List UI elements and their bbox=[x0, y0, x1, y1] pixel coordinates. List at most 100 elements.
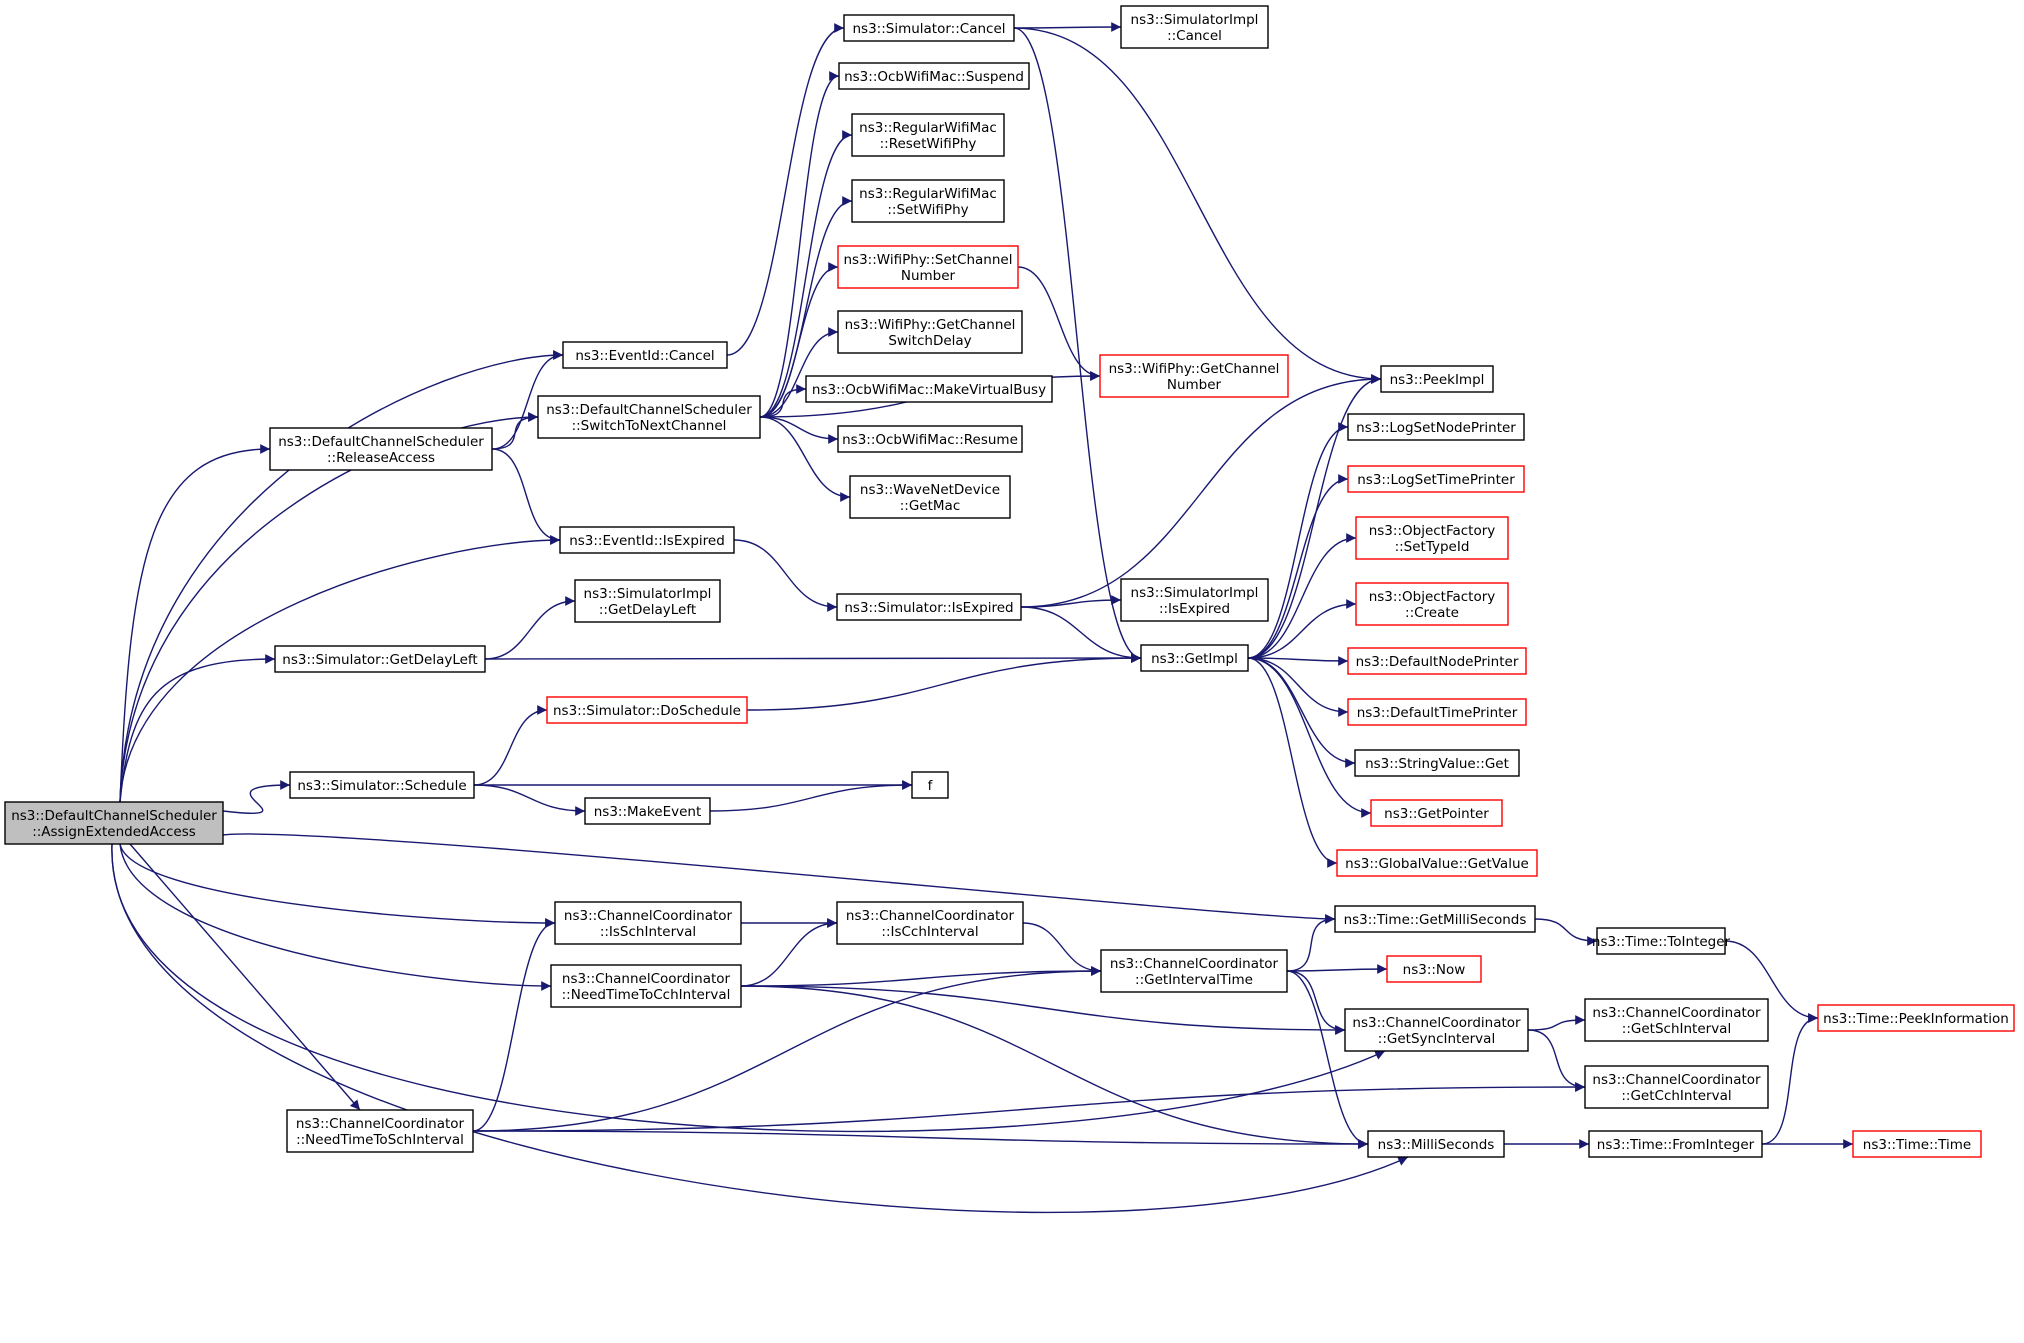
node-event-cancel[interactable]: ns3::EventId::Cancel bbox=[562, 341, 728, 369]
node-cc-is-sch[interactable]: ns3::ChannelCoordinator::IsSchInterval bbox=[554, 901, 742, 945]
edge-line bbox=[733, 539, 838, 612]
node-cc-get-sch[interactable]: ns3::ChannelCoordinator::GetSchInterval bbox=[1584, 998, 1769, 1042]
node-peek-info[interactable]: ns3::Time::PeekInformation bbox=[1817, 1004, 2015, 1032]
node-log-node[interactable]: ns3::LogSetNodePrinter bbox=[1347, 413, 1525, 441]
edges-layer bbox=[111, 22, 1853, 1214]
node-label-line: ns3::WaveNetDevice bbox=[860, 482, 1000, 498]
edge-root-to-cc-get-sync bbox=[111, 843, 1386, 1133]
node-label-line: ns3::ChannelCoordinator bbox=[1110, 956, 1279, 972]
edge-get-impl-to-def-time bbox=[1247, 657, 1349, 717]
node-box bbox=[559, 526, 735, 554]
node-str-get[interactable]: ns3::StringValue::Get bbox=[1354, 749, 1520, 777]
edge-line bbox=[740, 985, 1369, 1149]
edge-get-impl-to-of-create bbox=[1247, 599, 1357, 659]
edge-line bbox=[759, 384, 807, 418]
node-box bbox=[1120, 5, 1269, 49]
edge-line bbox=[759, 327, 839, 418]
edge-cc-get-int-to-get-ms bbox=[1286, 914, 1336, 972]
node-cc-need-sch[interactable]: ns3::ChannelCoordinator::NeedTimeToSchIn… bbox=[286, 1109, 474, 1153]
node-peek-impl[interactable]: ns3::PeekImpl bbox=[1380, 365, 1494, 393]
edge-sim-get-delay-to-sim-impl-delay bbox=[484, 596, 576, 660]
node-label-line: ::GetSchInterval bbox=[1622, 1021, 1731, 1037]
node-box bbox=[554, 901, 742, 945]
edge-line bbox=[1017, 266, 1101, 381]
node-make-event[interactable]: ns3::MakeEvent bbox=[584, 797, 711, 825]
node-sim-impl-delay[interactable]: ns3::SimulatorImpl::GetDelayLeft bbox=[574, 579, 721, 623]
node-sim-get-delay[interactable]: ns3::Simulator::GetDelayLeft bbox=[274, 645, 486, 673]
node-label-line: ::GetSyncInterval bbox=[1378, 1031, 1495, 1047]
nodes-layer: ns3::DefaultChannelScheduler::AssignExte… bbox=[4, 5, 2015, 1158]
node-cc-need-cch[interactable]: ns3::ChannelCoordinator::NeedTimeToCchIn… bbox=[550, 964, 742, 1008]
node-label-line: Number bbox=[901, 268, 956, 284]
node-ocb-resume[interactable]: ns3::OcbWifiMac::Resume bbox=[837, 425, 1023, 453]
node-label-line: ns3::DefaultChannelScheduler bbox=[278, 434, 484, 450]
node-def-time[interactable]: ns3::DefaultTimePrinter bbox=[1347, 698, 1527, 726]
node-cc-get-sync[interactable]: ns3::ChannelCoordinator::GetSyncInterval bbox=[1344, 1008, 1529, 1052]
node-box bbox=[550, 964, 742, 1008]
edge-line bbox=[1247, 533, 1357, 659]
node-def-node[interactable]: ns3::DefaultNodePrinter bbox=[1347, 647, 1527, 675]
node-label-line: ns3::Time::PeekInformation bbox=[1823, 1011, 2009, 1027]
node-time-time[interactable]: ns3::Time::Time bbox=[1852, 1130, 1982, 1158]
node-sim-cancel[interactable]: ns3::Simulator::Cancel bbox=[843, 14, 1015, 42]
node-get-ms[interactable]: ns3::Time::GetMilliSeconds bbox=[1334, 905, 1536, 933]
edge-line bbox=[491, 412, 539, 450]
edge-root-to-release-access bbox=[119, 444, 271, 803]
node-event-is-expired[interactable]: ns3::EventId::IsExpired bbox=[559, 526, 735, 554]
node-of-set-type[interactable]: ns3::ObjectFactory::SetTypeId bbox=[1355, 516, 1509, 560]
node-root[interactable]: ns3::DefaultChannelScheduler::AssignExte… bbox=[4, 801, 224, 845]
node-from-int[interactable]: ns3::Time::FromInteger bbox=[1588, 1130, 1763, 1158]
node-ocb-busy[interactable]: ns3::OcbWifiMac::MakeVirtualBusy bbox=[805, 375, 1053, 403]
node-box bbox=[274, 645, 486, 673]
node-sim-sched[interactable]: ns3::Simulator::Schedule bbox=[289, 771, 475, 799]
node-switch-to-next[interactable]: ns3::DefaultChannelScheduler::SwitchToNe… bbox=[537, 395, 761, 439]
node-gv-get[interactable]: ns3::GlobalValue::GetValue bbox=[1336, 849, 1538, 877]
node-now[interactable]: ns3::Now bbox=[1386, 955, 1482, 983]
node-label-line: ns3::MakeEvent bbox=[594, 804, 702, 820]
node-get-ptr[interactable]: ns3::GetPointer bbox=[1370, 799, 1503, 827]
node-cc-is-cch[interactable]: ns3::ChannelCoordinator::IsCchInterval bbox=[836, 901, 1024, 945]
node-box bbox=[1852, 1130, 1982, 1158]
edge-switch-to-next-to-reg-reset bbox=[759, 130, 853, 418]
node-sim-is-expired[interactable]: ns3::Simulator::IsExpired bbox=[836, 593, 1022, 621]
node-get-impl[interactable]: ns3::GetImpl bbox=[1140, 644, 1249, 672]
node-log-time[interactable]: ns3::LogSetTimePrinter bbox=[1347, 465, 1525, 493]
node-reg-set[interactable]: ns3::RegularWifiMac::SetWifiPhy bbox=[851, 179, 1005, 223]
edge-line bbox=[1013, 27, 1142, 663]
node-cc-get-int[interactable]: ns3::ChannelCoordinator::GetIntervalTime bbox=[1100, 949, 1288, 993]
node-box bbox=[1336, 849, 1538, 877]
node-wave-get-mac[interactable]: ns3::WaveNetDevice::GetMac bbox=[849, 475, 1011, 519]
node-of-create[interactable]: ns3::ObjectFactory::Create bbox=[1355, 582, 1509, 626]
node-sim-impl-is-exp[interactable]: ns3::SimulatorImpl::IsExpired bbox=[1120, 578, 1269, 622]
edge-get-impl-to-log-time bbox=[1247, 474, 1349, 659]
edge-root-to-event-is-expired bbox=[119, 535, 561, 803]
node-ocb-suspend[interactable]: ns3::OcbWifiMac::Suspend bbox=[838, 62, 1030, 90]
node-cc-get-cch[interactable]: ns3::ChannelCoordinator::GetCchInterval bbox=[1584, 1065, 1769, 1109]
node-box bbox=[1588, 1130, 1763, 1158]
node-sim-do-sched[interactable]: ns3::Simulator::DoSchedule bbox=[546, 696, 748, 724]
edge-get-impl-to-log-node bbox=[1247, 422, 1349, 659]
node-box bbox=[805, 375, 1053, 403]
node-label-line: ns3::Time::GetMilliSeconds bbox=[1344, 912, 1527, 928]
node-box bbox=[836, 901, 1024, 945]
node-box bbox=[1347, 413, 1525, 441]
edge-line bbox=[1247, 657, 1356, 768]
node-sim-impl-cancel[interactable]: ns3::SimulatorImpl::Cancel bbox=[1120, 5, 1269, 49]
node-f[interactable]: f bbox=[911, 771, 949, 799]
node-label-line: ns3::Simulator::GetDelayLeft bbox=[282, 652, 477, 668]
node-to-int[interactable]: ns3::Time::ToInteger bbox=[1592, 927, 1731, 955]
node-label-line: ns3::ChannelCoordinator bbox=[296, 1116, 465, 1132]
node-milli[interactable]: ns3::MilliSeconds bbox=[1367, 1130, 1505, 1158]
node-reg-reset[interactable]: ns3::RegularWifiMac::ResetWifiPhy bbox=[851, 113, 1005, 157]
node-label-line: ns3::DefaultChannelScheduler bbox=[546, 402, 752, 418]
edge-line bbox=[1247, 599, 1357, 659]
edge-root-to-sim-sched bbox=[222, 780, 291, 814]
node-label-line: ns3::EventId::IsExpired bbox=[569, 533, 725, 549]
node-box bbox=[851, 179, 1005, 223]
node-label-line: ::SwitchToNextChannel bbox=[572, 418, 727, 434]
node-release-access[interactable]: ns3::DefaultChannelScheduler::ReleaseAcc… bbox=[269, 427, 493, 471]
